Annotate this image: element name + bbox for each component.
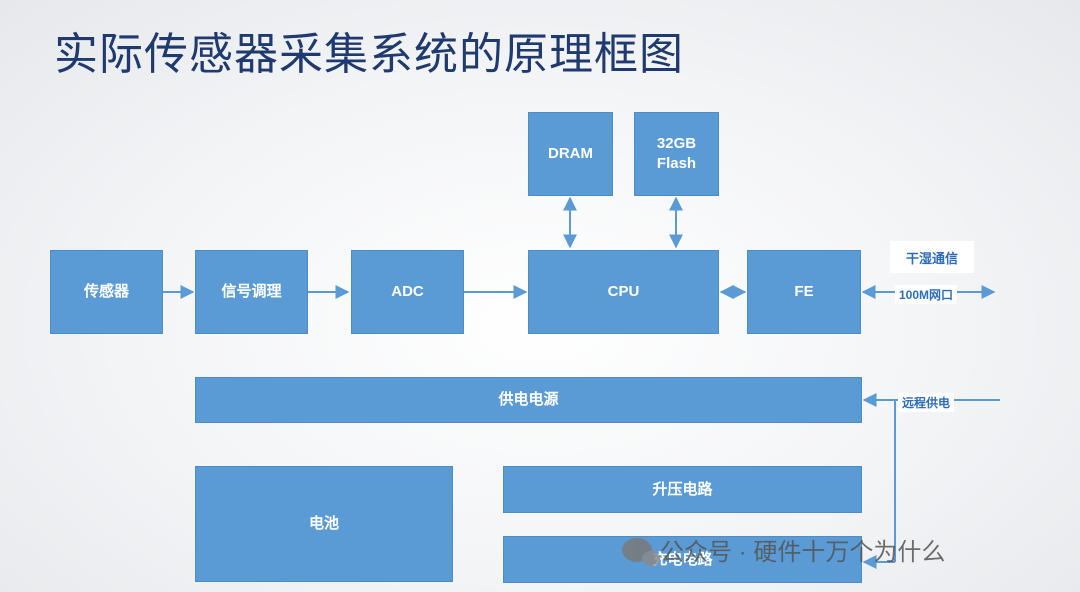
dram-block: DRAM — [528, 112, 613, 196]
fe-block: FE — [747, 250, 861, 334]
cpu-block: CPU — [528, 250, 719, 334]
charge-circuit-block: 充电电路 — [503, 536, 862, 583]
page-title: 实际传感器采集系统的原理框图 — [54, 29, 684, 80]
boost-circuit-block: 升压电路 — [503, 466, 862, 513]
watermark: 公众号 · 硬件十万个为什么 — [622, 532, 945, 567]
signal-conditioning-block: 信号调理 — [195, 250, 308, 334]
battery-block: 电池 — [195, 466, 453, 582]
watermark-text: 公众号 · 硬件十万个为什么 — [660, 539, 946, 566]
network-port-label: 100M网口 — [895, 285, 958, 304]
sensor-block: 传感器 — [50, 250, 163, 334]
adc-block: ADC — [351, 250, 464, 334]
remote-power-label: 远程供电 — [898, 393, 955, 412]
dry-contact-label: 干湿通信 — [890, 241, 974, 273]
wechat-icon — [622, 537, 660, 566]
flash-type-label: Flash — [656, 155, 697, 172]
flash-block: 32GB Flash — [634, 112, 719, 196]
flash-capacity-label: 32GB — [656, 135, 697, 152]
power-supply-block: 供电电源 — [195, 377, 862, 423]
